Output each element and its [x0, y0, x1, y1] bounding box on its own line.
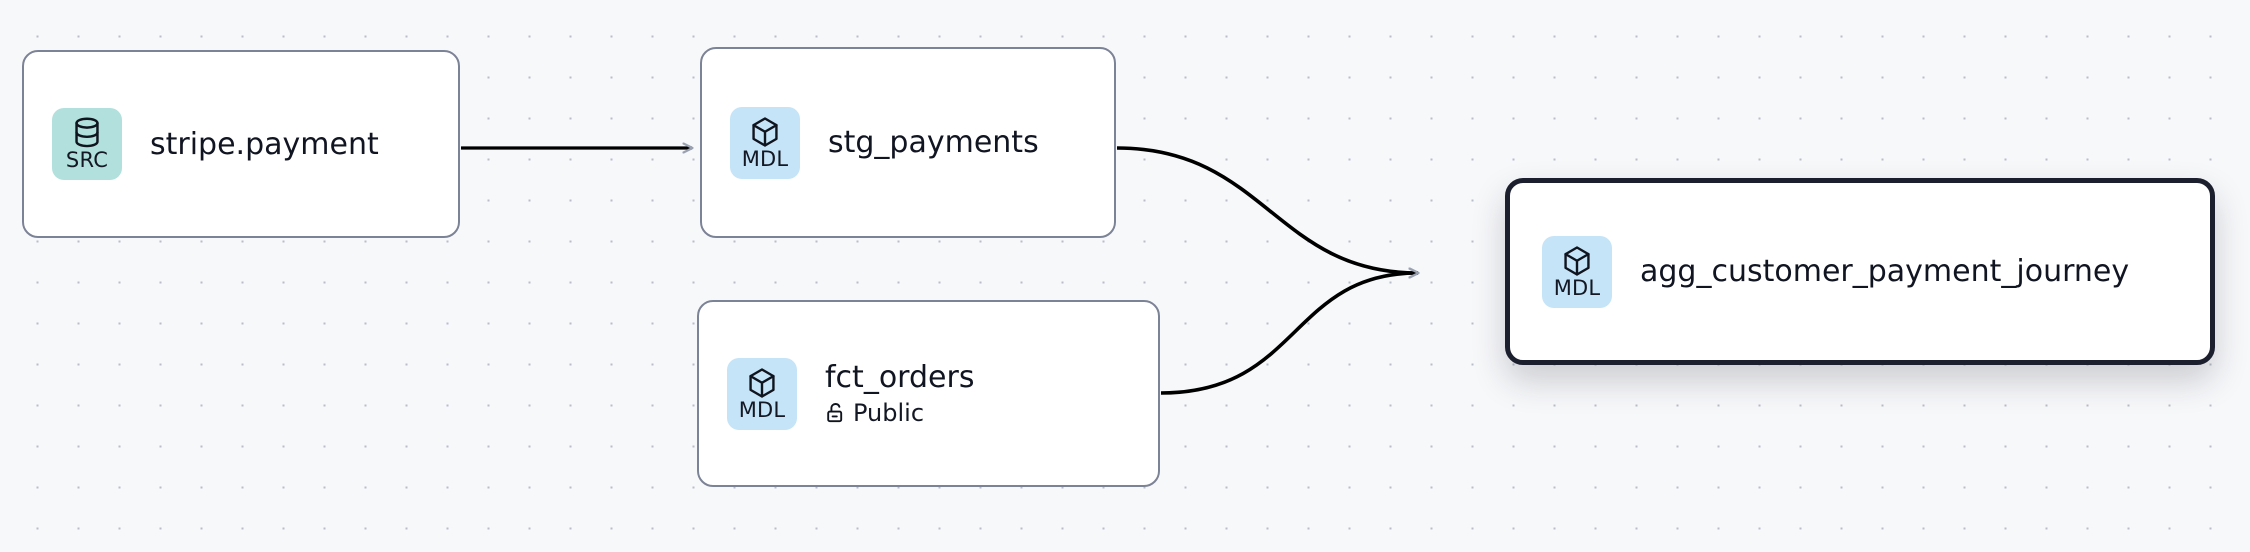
- node-text: stripe.payment: [150, 128, 379, 161]
- badge-mdl: MDL: [730, 106, 800, 179]
- node-text: fct_orders Public: [825, 361, 974, 426]
- edge-fct-orders-to-agg-customer-payment-journey: [1160, 273, 1418, 395]
- badge-mdl: MDL: [1542, 235, 1612, 308]
- badge-label: MDL: [741, 146, 789, 171]
- database-icon: [72, 117, 102, 149]
- node-text: agg_customer_payment_journey: [1640, 255, 2129, 288]
- badge-mdl: MDL: [727, 357, 797, 430]
- cube-icon: [750, 116, 780, 148]
- node-visibility: Public: [825, 398, 974, 427]
- unlock-icon: [825, 402, 845, 424]
- badge-label: SRC: [65, 148, 109, 172]
- badge-label: MDL: [1553, 275, 1601, 300]
- cube-icon: [1562, 245, 1592, 277]
- node-stripe-payment[interactable]: SRC stripe.payment: [22, 50, 460, 238]
- cube-icon: [747, 367, 777, 399]
- visibility-label: Public: [853, 398, 925, 427]
- node-title: stripe.payment: [150, 126, 379, 162]
- node-fct-orders[interactable]: MDL fct_orders Public: [697, 300, 1160, 487]
- badge-src: SRC: [52, 108, 122, 180]
- node-title: agg_customer_payment_journey: [1640, 254, 2130, 289]
- badge-label: MDL: [738, 397, 786, 422]
- node-stg-payments[interactable]: MDL stg_payments: [700, 47, 1116, 238]
- node-text: stg_payments: [828, 126, 1039, 159]
- node-title: stg_payments: [828, 125, 1039, 160]
- edge-stg-payments-to-agg-customer-payment-journey: [1116, 146, 1418, 273]
- node-agg-customer-payment-journey[interactable]: MDL agg_customer_payment_journey: [1505, 178, 2215, 365]
- node-title: fct_orders: [825, 359, 975, 395]
